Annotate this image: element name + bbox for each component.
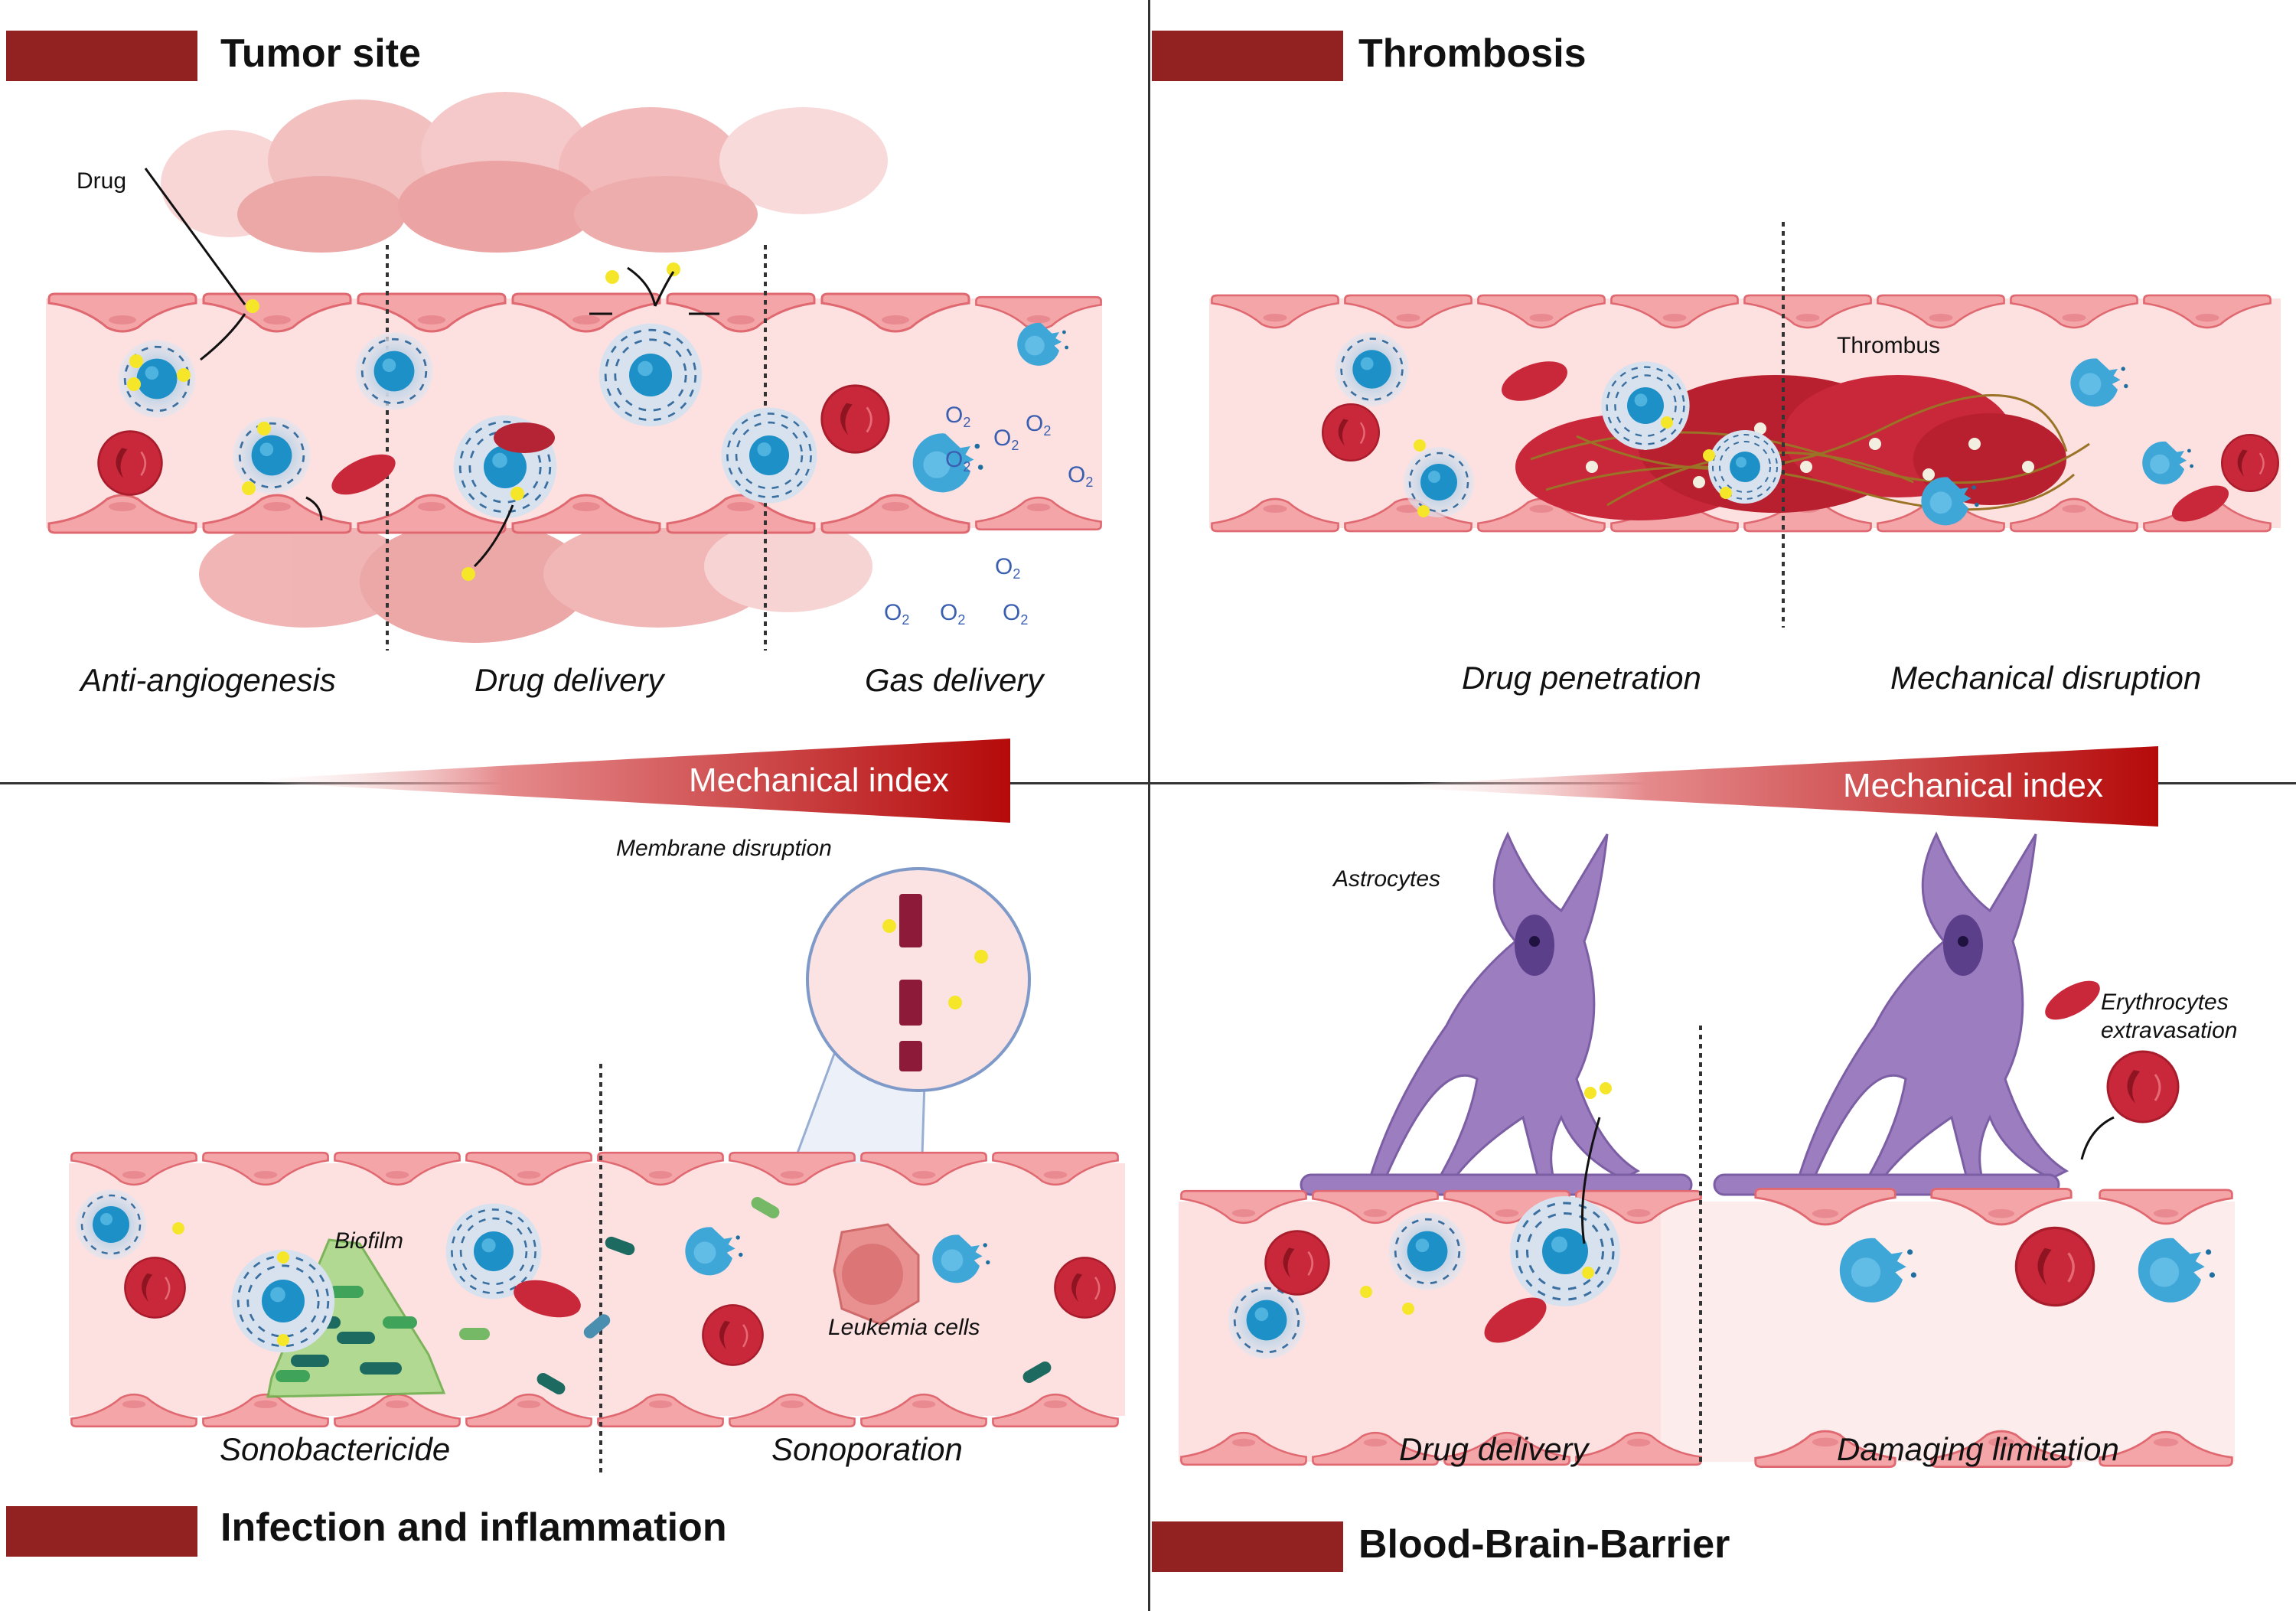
bbb-illustration bbox=[1179, 831, 2235, 1469]
quadrant-divider-horizontal bbox=[0, 782, 2296, 784]
mechanical-index-gradient-right bbox=[1370, 746, 2158, 827]
membrane-disruption-label: Membrane disruption bbox=[616, 836, 832, 861]
bbb-header-bar bbox=[1152, 1521, 1343, 1572]
thrombosis-header-bar bbox=[1152, 31, 1343, 81]
infection-title: Infection and inflammation bbox=[220, 1505, 727, 1550]
arrows bbox=[144, 168, 719, 568]
microbubble bbox=[354, 331, 434, 411]
quadrant-divider-vertical bbox=[1148, 0, 1150, 1611]
tumor-title: Tumor site bbox=[220, 31, 421, 76]
mechanical-index-label-left: Mechanical index bbox=[689, 761, 949, 799]
mechanical-index-gradient-left bbox=[230, 739, 1010, 823]
biofilm bbox=[266, 1238, 446, 1398]
caption-sonobactericide: Sonobactericide bbox=[220, 1431, 451, 1467]
svg-text:O2: O2 bbox=[995, 554, 1020, 582]
infection-header-bar bbox=[6, 1506, 197, 1557]
tumor-illustration: O2 O2 O2 O2 O2 O2 O2 O2 O2 bbox=[46, 92, 1103, 651]
caption-drug-penetration: Drug penetration bbox=[1462, 660, 1701, 696]
leukemia-cell bbox=[833, 1223, 920, 1326]
caption-damaging-limitation: Damaging limitation bbox=[1837, 1431, 2119, 1467]
mechanical-index-label-right: Mechanical index bbox=[1843, 767, 2103, 804]
caption-bbb-drug-delivery: Drug delivery bbox=[1399, 1431, 1589, 1467]
caption-mechanical-disruption: Mechanical disruption bbox=[1890, 660, 2202, 696]
caption-drug-delivery: Drug delivery bbox=[475, 662, 664, 698]
astrocytes bbox=[1300, 831, 2069, 1196]
erythrocytes-label-line2: extravasation bbox=[2101, 1018, 2238, 1043]
red-blood-cell bbox=[97, 430, 163, 496]
thrombus bbox=[1515, 375, 2090, 520]
erythrocytes-label-line1: Erythrocytes bbox=[2101, 990, 2229, 1015]
thrombosis-illustration bbox=[1209, 222, 2281, 628]
svg-text:O2: O2 bbox=[945, 447, 970, 474]
tumor-cells bbox=[161, 92, 888, 643]
drug-particles bbox=[127, 263, 680, 581]
svg-text:O2: O2 bbox=[1003, 600, 1028, 628]
biofilm-label: Biofilm bbox=[334, 1228, 404, 1254]
microbubble-oscillating bbox=[598, 322, 703, 428]
bbb-title: Blood-Brain-Barrier bbox=[1358, 1522, 1730, 1567]
thrombus-label: Thrombus bbox=[1837, 333, 1941, 358]
leukemia-cells-label: Leukemia cells bbox=[828, 1315, 980, 1340]
o2-labels: O2 O2 O2 O2 O2 O2 O2 O2 O2 bbox=[884, 403, 1093, 628]
svg-text:O2: O2 bbox=[884, 600, 909, 628]
drug-label: Drug bbox=[77, 168, 127, 194]
caption-gas-delivery: Gas delivery bbox=[865, 662, 1044, 698]
caption-sonoporation: Sonoporation bbox=[771, 1431, 963, 1467]
caption-anti-angiogenesis: Anti-angiogenesis bbox=[80, 662, 336, 698]
microbubble-oscillating bbox=[720, 406, 818, 504]
tumor-header-bar bbox=[6, 31, 197, 81]
svg-text:O2: O2 bbox=[940, 600, 965, 628]
astrocytes-label: Astrocytes bbox=[1333, 866, 1441, 892]
thrombosis-title: Thrombosis bbox=[1358, 31, 1587, 76]
red-blood-cell bbox=[820, 384, 890, 454]
microbubble bbox=[232, 416, 311, 495]
infection-illustration bbox=[69, 867, 1125, 1477]
